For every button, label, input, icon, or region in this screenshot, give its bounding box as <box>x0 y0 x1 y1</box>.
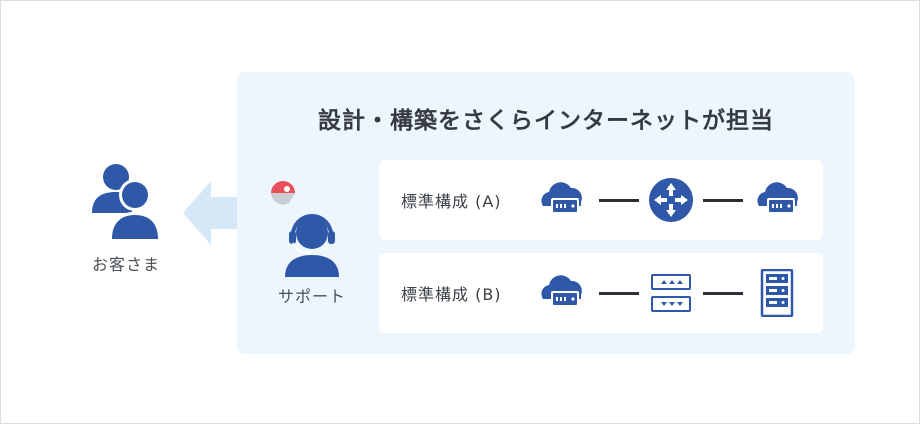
configuration-label-a: 標準構成 (A) <box>401 192 502 211</box>
cloud-server-icon <box>541 275 582 307</box>
configuration-label-b: 標準構成 (B) <box>401 285 502 304</box>
customer-label: お客さま <box>91 255 160 274</box>
cloud-server-icon <box>541 182 582 214</box>
configuration-row-a: 標準構成 (A) <box>379 160 823 240</box>
connection-line <box>703 199 743 202</box>
configuration-chain-b <box>537 269 807 317</box>
support-block: サポート <box>269 181 355 307</box>
router-icon <box>649 178 693 222</box>
support-headset-icon <box>271 181 339 277</box>
connection-line <box>703 292 743 295</box>
support-label: サポート <box>277 287 346 306</box>
configuration-row-b: 標準構成 (B) <box>379 253 823 333</box>
switch-icon <box>651 274 691 312</box>
customer-users-icon <box>92 164 162 239</box>
connection-line <box>599 199 639 202</box>
server-rack-icon <box>760 269 794 317</box>
cloud-server-icon <box>757 182 798 214</box>
configuration-chain-a <box>537 176 807 224</box>
connection-line <box>599 292 639 295</box>
left-arrow-icon <box>183 181 239 245</box>
panel-title: 設計・構築をさくらインターネットが担当 <box>318 108 774 134</box>
customer-block: お客さま <box>71 161 181 275</box>
